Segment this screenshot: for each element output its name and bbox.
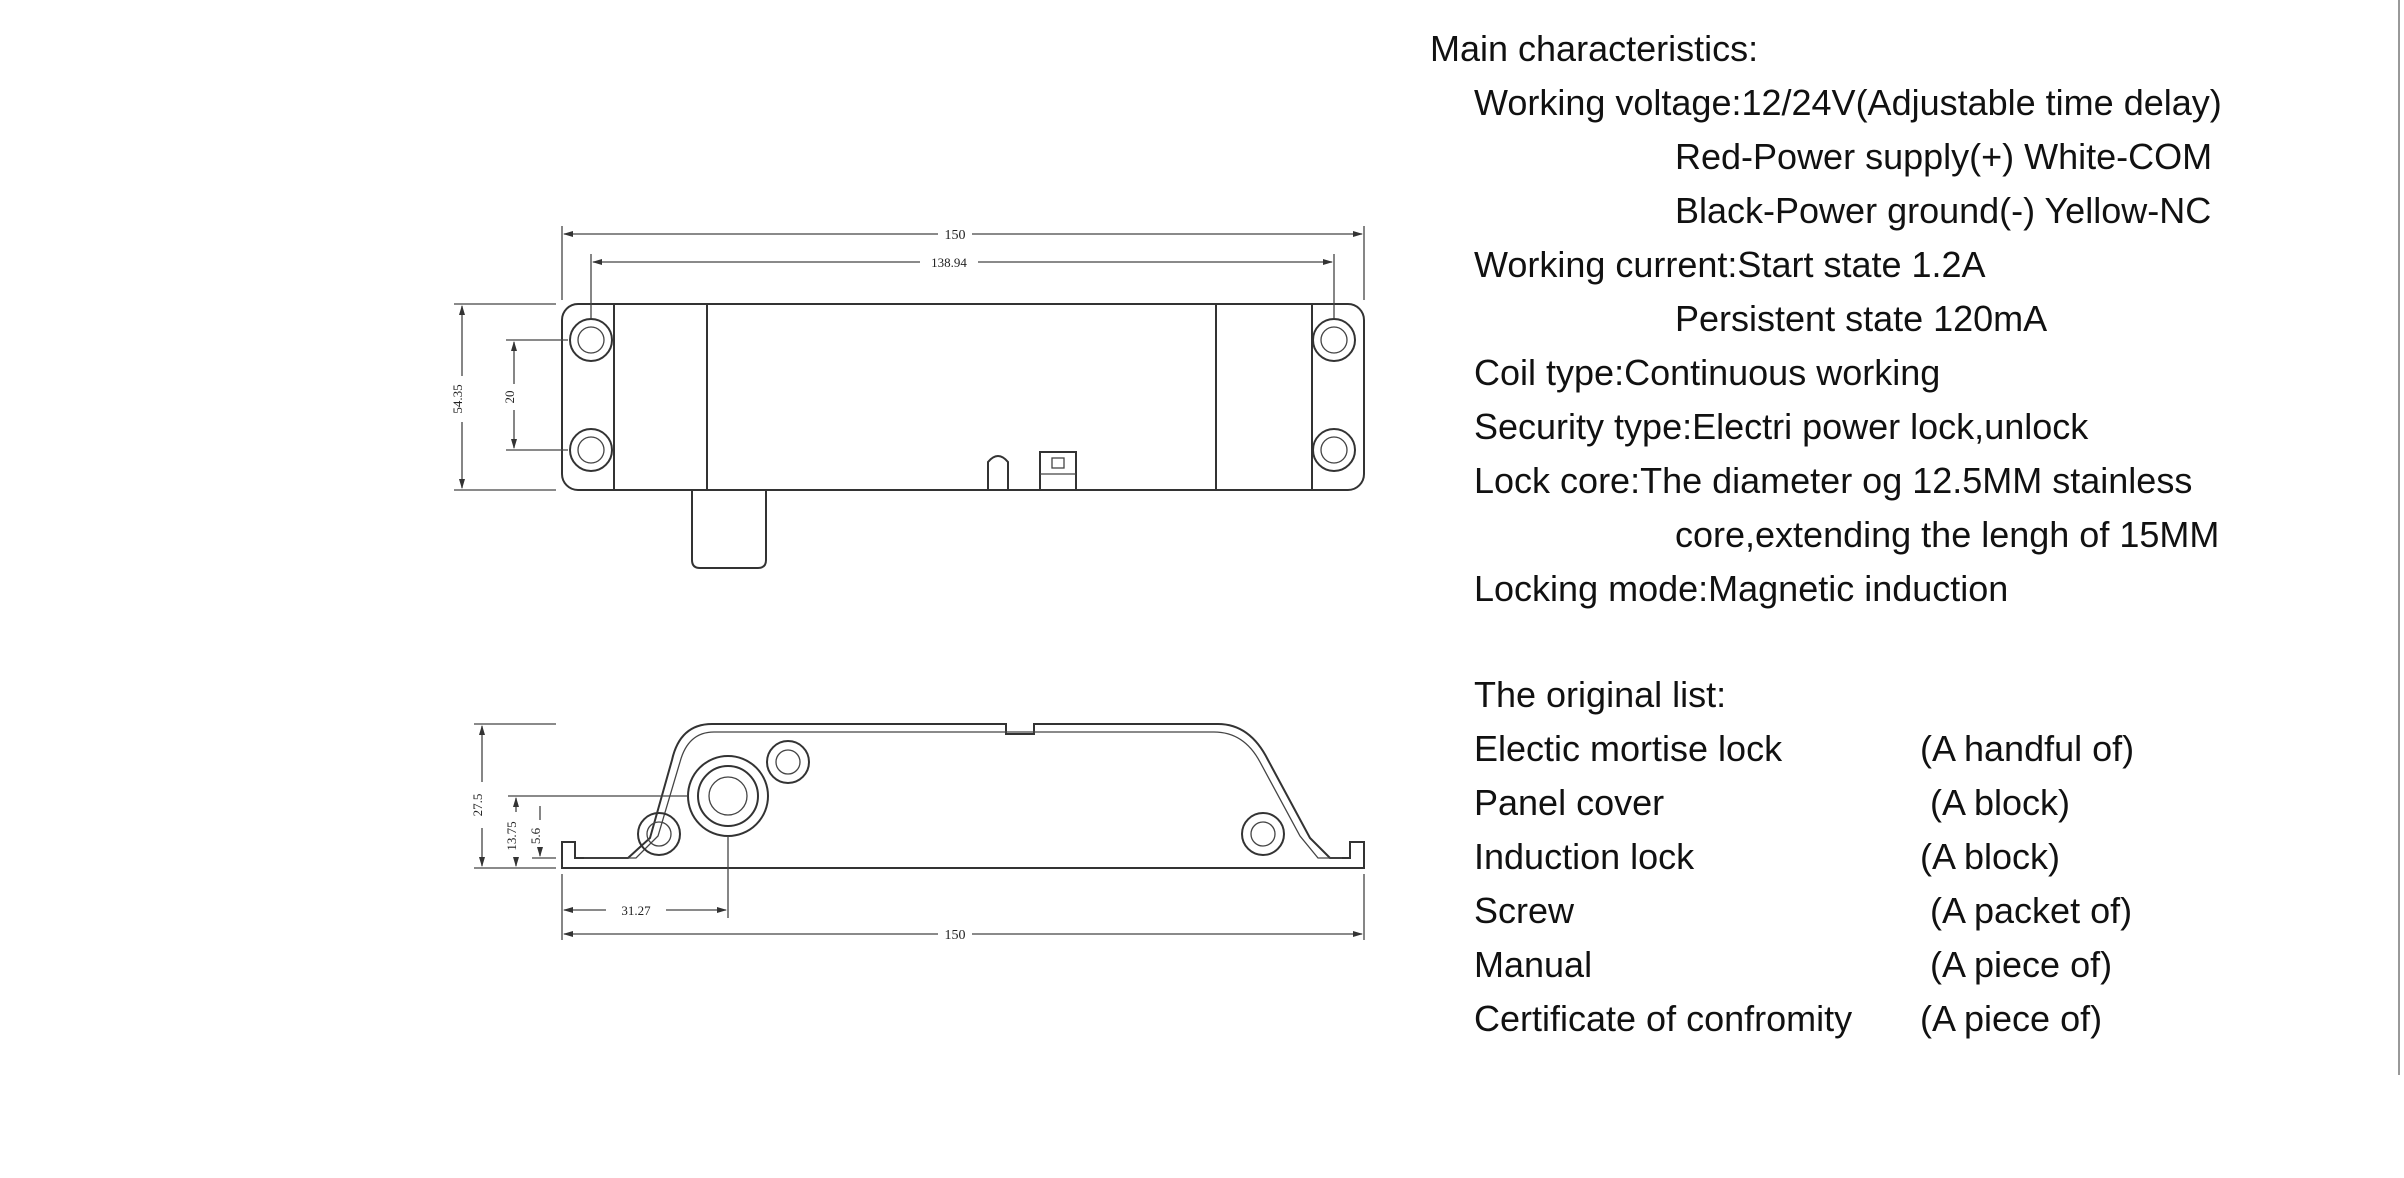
list-item: Electic mortise lock (A handful of) (1430, 722, 2370, 776)
item-qty: (A packet of) (1920, 890, 2133, 931)
dim-31-27: 31.27 (621, 903, 651, 918)
page-border (2398, 0, 2400, 1075)
dim-13-75: 13.75 (504, 821, 519, 850)
lock-core-icon (687, 755, 769, 837)
dim-54-35: 54.35 (450, 384, 465, 413)
list-item: Screw (A packet of) (1430, 884, 2370, 938)
item-qty: (A block) (1920, 782, 2071, 823)
technical-drawing: 150 138.94 54.35 20 27.5 (450, 226, 1365, 943)
mounting-hole-icon (569, 318, 613, 362)
item-name: Induction lock (1474, 836, 1695, 877)
spec-line: Persistent state 120mA (1675, 298, 2048, 339)
side-profile-outline (561, 723, 1365, 869)
item-qty: (A piece of) (1920, 998, 2103, 1039)
screw-hole-icon (766, 740, 810, 784)
item-name: Screw (1474, 890, 1575, 931)
dim-150-top: 150 (945, 228, 966, 243)
spec-line: Security type:Electri power lock,unlock (1474, 406, 2089, 447)
mounting-hole-icon (1312, 318, 1356, 362)
list-item: Induction lock (A block) (1430, 830, 2370, 884)
list-item: Manual (A piece of) (1430, 938, 2370, 992)
item-name: Electic mortise lock (1474, 728, 1783, 769)
item-qty: (A handful of) (1920, 728, 2135, 769)
screw-hole-icon (1241, 812, 1285, 856)
item-name: Manual (1474, 944, 1593, 985)
list-heading: The original list: (1474, 674, 1727, 715)
dim-27-5: 27.5 (470, 794, 485, 817)
list-item: Panel cover (A block) (1430, 776, 2370, 830)
lock-bolt (691, 490, 767, 569)
side-view: 27.5 13.75 5.6 31.27 150 (470, 723, 1365, 943)
mounting-hole-icon (569, 428, 613, 472)
item-name: Certificate of confromity (1474, 998, 1853, 1039)
dim-5-6: 5.6 (528, 827, 543, 844)
lock-body-outline (561, 303, 1365, 491)
top-view: 150 138.94 54.35 20 (450, 226, 1365, 569)
spec-line: Black-Power ground(-) Yellow-NC (1675, 190, 2212, 231)
connector-block (1039, 451, 1077, 491)
dim-150-bottom: 150 (945, 928, 966, 943)
item-qty: (A piece of) (1920, 944, 2113, 985)
spec-line: Coil type:Continuous working (1474, 352, 1941, 393)
specifications-panel: Main characteristics: Working voltage:12… (1430, 22, 2370, 1046)
sensor-notch (987, 455, 1009, 490)
spec-line: Locking mode:Magnetic induction (1474, 568, 2009, 609)
dim-138-94: 138.94 (931, 255, 967, 270)
screw-hole-icon (637, 812, 681, 856)
spec-line: Working current:Start state 1.2A (1474, 244, 1986, 285)
list-item: Certificate of confromity (A piece of) (1430, 992, 2370, 1046)
mounting-hole-icon (1312, 428, 1356, 472)
item-qty: (A block) (1920, 836, 2061, 877)
spec-line: core,extending the lengh of 15MM (1675, 514, 2220, 555)
spec-line: Lock core:The diameter og 12.5MM stainle… (1474, 460, 2193, 501)
specs-heading: Main characteristics: (1430, 28, 1759, 69)
item-name: Panel cover (1474, 782, 1665, 823)
spec-line: Red-Power supply(+) White-COM (1675, 136, 2213, 177)
spec-line: Working voltage:12/24V(Adjustable time d… (1474, 82, 2222, 123)
dim-20: 20 (502, 391, 517, 404)
